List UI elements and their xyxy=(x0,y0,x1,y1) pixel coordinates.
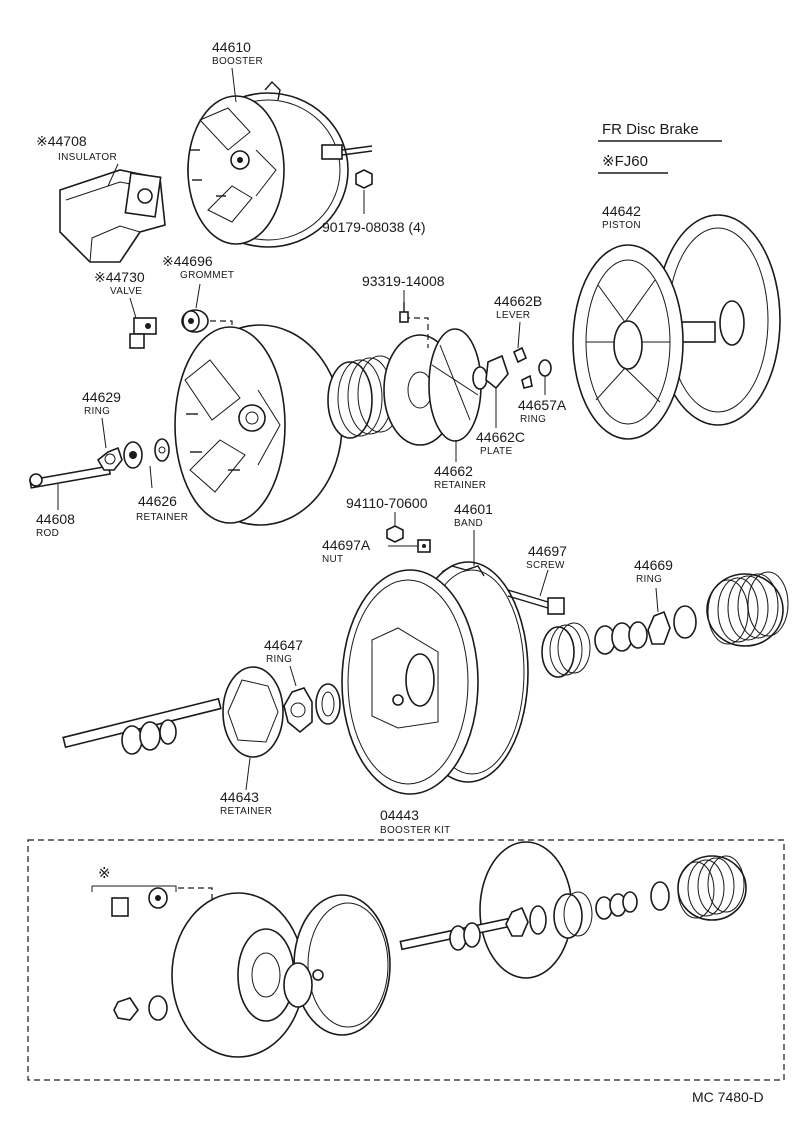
label-44730-name: VALVE xyxy=(110,286,142,297)
label-44662C-number: 44662C xyxy=(476,429,525,445)
label-44697-name: SCREW xyxy=(526,560,565,571)
label-44657A-name: RING xyxy=(520,414,546,425)
lever-plate-drawing xyxy=(512,346,552,389)
label-44626-name: RETAINER xyxy=(136,512,188,523)
label-44642-name: PISTON xyxy=(602,220,641,231)
drawing-code: MC 7480-D xyxy=(692,1089,764,1105)
booster-assembly-drawing xyxy=(187,80,373,248)
front-shell-drawing xyxy=(174,324,343,526)
label-44697A-name: NUT xyxy=(322,554,343,565)
ring-44629-drawing xyxy=(96,446,123,471)
diaphragm-spring-drawing xyxy=(327,302,509,446)
label-93319-number: 93319-14008 xyxy=(362,273,445,289)
header-block: FR Disc Brake ※FJ60 xyxy=(598,121,722,174)
label-44662B-number: 44662B xyxy=(494,293,542,309)
label-44657A-number: 44657A xyxy=(518,397,567,413)
label-44643-number: 44643 xyxy=(220,789,259,805)
label-44629-number: 44629 xyxy=(82,389,121,405)
label-44647-number: 44647 xyxy=(264,637,303,653)
label-94110-number: 94110-70600 xyxy=(346,495,428,511)
label-44608-number: 44608 xyxy=(36,511,75,527)
label-44647-name: RING xyxy=(266,654,292,665)
grommet-drawing xyxy=(181,309,233,400)
valve-drawing xyxy=(129,317,157,349)
rod-drawing xyxy=(28,465,112,489)
insulator-drawing xyxy=(59,169,166,263)
label-44697-number: 44697 xyxy=(528,543,567,559)
label-44696-number: ※44696 xyxy=(162,253,213,269)
label-44708-number: ※44708 xyxy=(36,133,87,149)
label-44708-name: INSULATOR xyxy=(58,152,117,163)
label-44610-number: 44610 xyxy=(212,39,251,55)
label-90179-number: 90179-08038 (4) xyxy=(322,219,426,235)
kit-drawing: ※ xyxy=(91,841,747,1058)
retainer-44643-drawing xyxy=(222,666,284,758)
label-44662-number: 44662 xyxy=(434,463,473,479)
label-04443-name: BOOSTER KIT xyxy=(380,825,451,836)
label-44662-name: RETAINER xyxy=(434,480,486,491)
label-44601-number: 44601 xyxy=(454,501,493,517)
output-rod-drawing xyxy=(62,697,222,755)
seal-pack-drawing xyxy=(541,571,789,678)
kit-marker: ※ xyxy=(98,865,111,882)
label-44629-name: RING xyxy=(84,406,110,417)
label-44697A-number: 44697A xyxy=(322,537,371,553)
label-44643-name: RETAINER xyxy=(220,806,272,817)
part-labels: 44610 BOOSTER ※44708 INSULATOR 90179-080… xyxy=(36,39,673,836)
label-44730-number: ※44730 xyxy=(94,269,145,285)
label-44601-name: BAND xyxy=(454,518,483,529)
label-44662C-name: PLATE xyxy=(480,446,512,457)
label-44626-number: 44626 xyxy=(138,493,177,509)
label-44669-number: 44669 xyxy=(634,557,673,573)
leader-lines xyxy=(57,67,659,791)
diagram-title: FR Disc Brake xyxy=(602,121,699,138)
label-44696-name: GROMMET xyxy=(180,270,234,281)
label-44642-number: 44642 xyxy=(602,203,641,219)
piston-drawing xyxy=(572,214,781,440)
label-44608-name: ROD xyxy=(36,528,59,539)
rear-shell-drawing xyxy=(341,561,529,795)
retainer-44626-drawing xyxy=(123,438,170,469)
label-44610-name: BOOSTER xyxy=(212,56,263,67)
model-variant: ※FJ60 xyxy=(602,153,648,170)
ring-44647-drawing xyxy=(283,683,341,734)
label-44669-name: RING xyxy=(636,574,662,585)
label-44662B-name: LEVER xyxy=(496,310,530,321)
booster-kit-frame xyxy=(27,839,785,1081)
label-04443-number: 04443 xyxy=(380,807,419,823)
